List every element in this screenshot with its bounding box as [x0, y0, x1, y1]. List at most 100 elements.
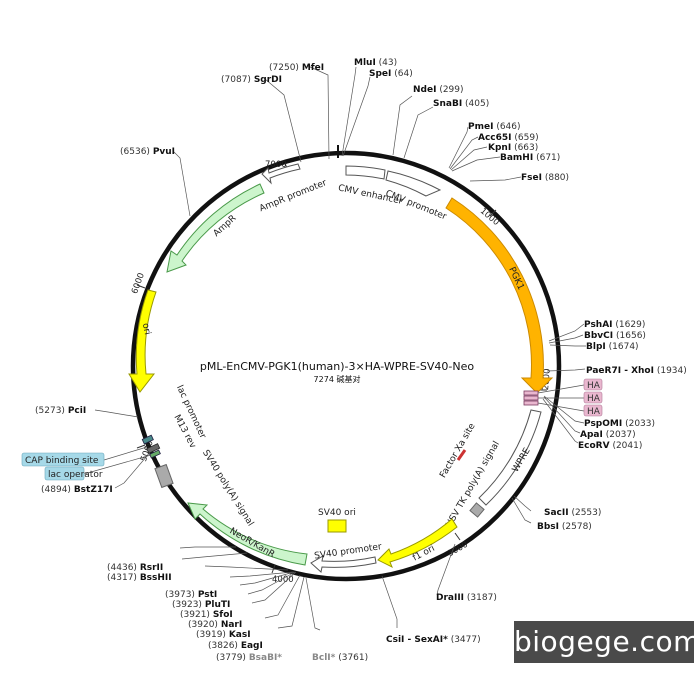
feature-hsv-tk-polya[interactable]	[469, 502, 485, 518]
site-fsei[interactable]: FseI	[521, 173, 542, 183]
site-pshai[interactable]: PshAI	[584, 320, 613, 330]
svg-text:DraIII (3187): DraIII (3187)	[436, 593, 497, 603]
svg-text:(5273) PciI: (5273) PciI	[35, 406, 86, 416]
site-spei[interactable]: SpeI	[369, 69, 391, 79]
site-bbsi[interactable]: BbsI	[537, 522, 559, 532]
site-bbvci[interactable]: BbvCI	[584, 331, 613, 341]
site-pcii[interactable]: PciI	[68, 406, 86, 416]
site-draiii[interactable]: DraIII	[436, 593, 464, 603]
site-leaders	[94, 65, 586, 631]
ha-tag-1[interactable]: HA	[587, 381, 601, 391]
svg-text:(7250) MfeI: (7250) MfeI	[269, 63, 324, 73]
label-factor-xa: Factor Xa site	[438, 421, 477, 479]
svg-text:EcoRV (2041): EcoRV (2041)	[578, 441, 642, 451]
feature-sv40-ori[interactable]	[327, 519, 347, 533]
label-sv40-ori: SV40 ori	[318, 508, 356, 518]
svg-text:BbsI (2578): BbsI (2578)	[537, 522, 592, 532]
site-paer7i-xhoi[interactable]: PaeR7I - XhoI	[586, 366, 654, 376]
feature-neor-kanr[interactable]	[187, 502, 308, 566]
site-mlui[interactable]: MluI	[354, 58, 376, 68]
site-csii-sexai[interactable]: CsiI - SexAI*	[386, 635, 448, 645]
site-nari[interactable]: NarI	[221, 620, 242, 630]
svg-text:CsiI - SexAI* (3477): CsiI - SexAI* (3477)	[386, 635, 481, 645]
svg-text:BbvCI (1656): BbvCI (1656)	[584, 331, 646, 341]
svg-text:(3919) KasI: (3919) KasI	[196, 630, 251, 640]
site-pvui[interactable]: PvuI	[153, 147, 175, 157]
svg-text:(6536) PvuI: (6536) PvuI	[120, 147, 175, 157]
side-feature-labels: CAP binding site lac operator	[21, 446, 152, 481]
feature-sv40-promoter[interactable]	[310, 555, 377, 573]
svg-text:BamHI (671): BamHI (671)	[500, 153, 560, 163]
label-ampr-promoter: AmpR promoter	[258, 178, 328, 214]
feature-wpre[interactable]	[478, 409, 542, 506]
svg-text:(3826) EagI: (3826) EagI	[208, 641, 263, 651]
feature-lac-operator[interactable]	[149, 449, 161, 459]
site-bsabi[interactable]: BsaBI*	[249, 653, 282, 663]
site-sacii[interactable]: SacII	[544, 508, 569, 518]
svg-text:Acc65I (659): Acc65I (659)	[478, 133, 539, 143]
svg-text:(4317) BssHII: (4317) BssHII	[107, 573, 172, 583]
plasmid-size: 7274 碱基对	[314, 374, 361, 384]
site-eagi[interactable]: EagI	[241, 641, 263, 651]
ha-tag-3[interactable]: HA	[587, 407, 601, 417]
site-blpi[interactable]: BlpI	[586, 342, 606, 352]
site-psti[interactable]: PstI	[198, 590, 217, 600]
site-kpni[interactable]: KpnI	[488, 143, 511, 153]
feature-cmv-promoter[interactable]	[385, 170, 442, 197]
site-pmei[interactable]: PmeI	[468, 122, 493, 132]
svg-text:(7087) SgrDI: (7087) SgrDI	[221, 75, 282, 85]
ha-marks	[523, 390, 539, 406]
factor-xa-mark	[456, 449, 467, 461]
svg-text:PmeI (646): PmeI (646)	[468, 122, 521, 132]
plasmid-backbone	[130, 150, 562, 582]
site-snabi[interactable]: SnaBI	[433, 99, 462, 109]
site-bstz17i[interactable]: BstZ17I	[74, 485, 113, 495]
svg-text:BclI* (3761): BclI* (3761)	[312, 653, 368, 663]
svg-text:(3921) SfoI: (3921) SfoI	[180, 610, 233, 620]
lac-operator[interactable]: lac operator	[48, 470, 103, 480]
site-apai[interactable]: ApaI	[580, 430, 603, 440]
svg-text:(4894) BstZ17I: (4894) BstZ17I	[41, 485, 113, 495]
site-rsrii[interactable]: RsrII	[140, 563, 163, 573]
feature-m13-rev[interactable]	[141, 434, 154, 445]
svg-text:(4436) RsrII: (4436) RsrII	[107, 563, 163, 573]
svg-text:ApaI (2037): ApaI (2037)	[580, 430, 636, 440]
feature-ampr[interactable]	[166, 183, 265, 273]
feature-cmv-enhancer[interactable]	[345, 165, 386, 180]
site-labels: (7250) MfeI (7087) SgrDI MluI (43) SpeI …	[35, 58, 687, 663]
site-bamhi[interactable]: BamHI	[500, 153, 533, 163]
watermark-logo: biogege.com	[514, 621, 700, 663]
svg-text:SpeI (64): SpeI (64)	[369, 69, 413, 79]
svg-text:NdeI (299): NdeI (299)	[413, 85, 464, 95]
tick-3000	[454, 532, 461, 541]
site-sfoi[interactable]: SfoI	[213, 610, 233, 620]
tick-label-4000: 4000	[272, 575, 294, 585]
feature-sv40-polya[interactable]	[154, 463, 174, 489]
svg-text:PspOMI (2033): PspOMI (2033)	[584, 419, 655, 429]
svg-text:MluI (43): MluI (43)	[354, 58, 397, 68]
svg-text:(3973) PstI: (3973) PstI	[165, 590, 217, 600]
tick-label-3000: 3000	[446, 540, 470, 559]
ha-tag-2[interactable]: HA	[587, 394, 601, 404]
feature-f1-ori[interactable]	[377, 518, 458, 569]
site-sgrdi[interactable]: SgrDI	[254, 75, 282, 85]
svg-text:(3779) BsaBI*: (3779) BsaBI*	[216, 653, 282, 663]
site-mfei[interactable]: MfeI	[302, 63, 324, 73]
label-ori: ori	[140, 322, 152, 336]
svg-text:SnaBI (405): SnaBI (405)	[433, 99, 489, 109]
cap-binding-site[interactable]: CAP binding site	[25, 456, 99, 466]
feature-lac-promoter[interactable]	[146, 443, 161, 454]
site-kasi[interactable]: KasI	[229, 630, 251, 640]
feature-ori[interactable]	[128, 289, 157, 393]
site-ecorv[interactable]: EcoRV	[578, 441, 610, 451]
svg-text:PshAI (1629): PshAI (1629)	[584, 320, 645, 330]
site-bsshii[interactable]: BssHII	[140, 573, 172, 583]
site-psp-omi[interactable]: PspOMI	[584, 419, 622, 429]
svg-text:BlpI (1674): BlpI (1674)	[586, 342, 639, 352]
site-ndei[interactable]: NdeI	[413, 85, 436, 95]
site-bcli[interactable]: BclI*	[312, 653, 336, 663]
feature-ampr-promoter[interactable]	[261, 163, 301, 185]
site-pluti[interactable]: PluTI	[205, 600, 231, 610]
site-acc65i[interactable]: Acc65I	[478, 133, 512, 143]
